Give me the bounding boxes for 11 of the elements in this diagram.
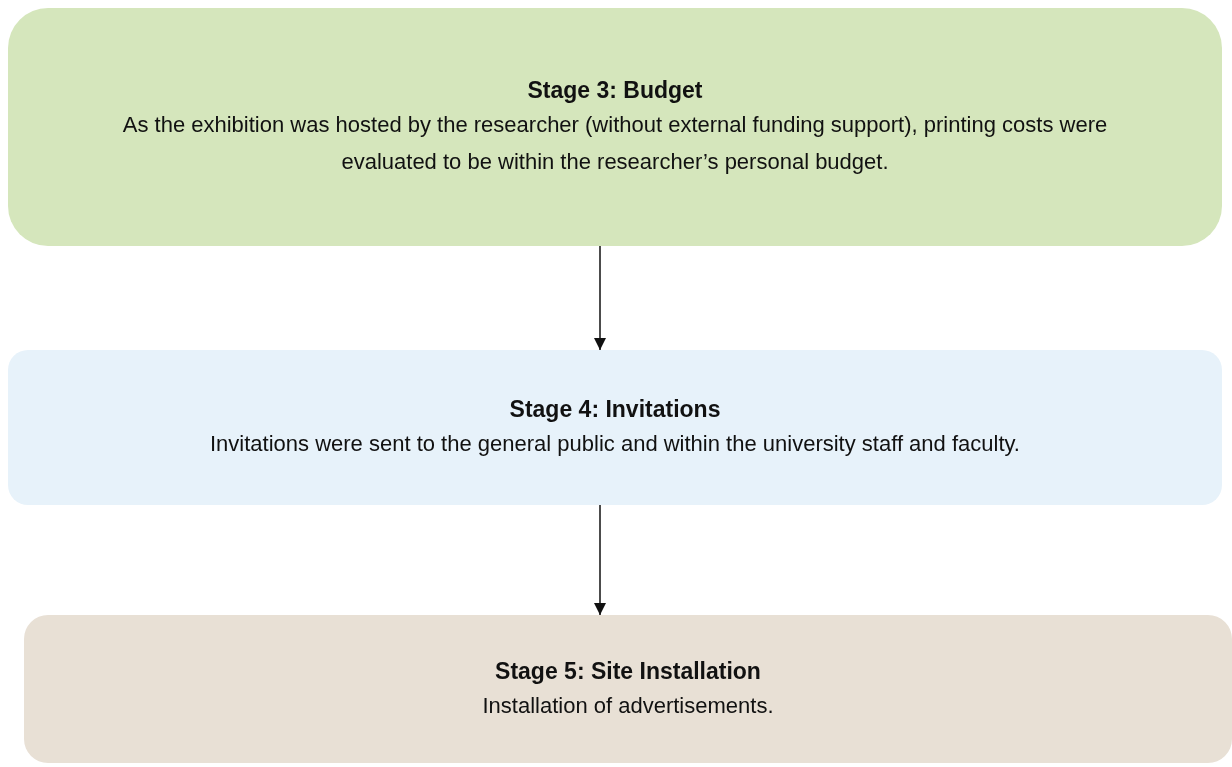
arrow: [594, 504, 606, 616]
stage-box: [8, 8, 1222, 246]
stage-heading: Stage 5: Site Installation: [495, 656, 761, 686]
stage-description: Installation of advertisements.: [482, 691, 774, 720]
stage-heading: Stage 3: Budget: [527, 76, 703, 105]
stage-description: As the exhibition was hosted by the researcher (without external funding support), printing costs were evaluated to be within the researcher’s personal budget.: [121, 111, 1109, 176]
stage-description: Invitations were sent to the general public and within the university staff and faculty.: [210, 430, 1020, 458]
arrow: [594, 245, 606, 351]
stage-heading: Stage 4: Invitations: [509, 395, 721, 424]
stage-box: [24, 615, 1232, 763]
stage-box: [8, 350, 1222, 505]
